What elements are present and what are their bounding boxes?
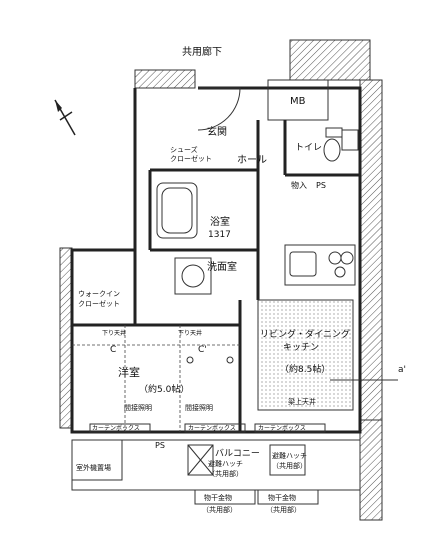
kitchen-burner-3 — [334, 266, 346, 278]
label-washroom: 洗面室 — [207, 260, 237, 273]
outdoor-unit-box — [71, 439, 123, 481]
label-down-beam-1: 下り天井 — [102, 329, 126, 337]
floor-heating-area — [257, 299, 354, 411]
column-right — [359, 79, 383, 421]
label-shoe-closet-line1: シューズ — [170, 145, 198, 154]
label-outdoor-unit: 室外機置場 — [76, 463, 111, 472]
label-mark-a2: a' — [398, 365, 406, 375]
label-drying-1: 物干金物 （共用部） — [202, 493, 237, 514]
toilet-sink — [341, 129, 359, 151]
label-ceiling-light-2: 間接照明 — [185, 403, 213, 412]
label-walkin: ウォークイン クローゼット — [78, 290, 122, 308]
label-beam-ceiling: 梁上天井 — [288, 397, 316, 406]
label-down-beam-2: 下り天井 — [178, 329, 202, 337]
bathtub-inner — [161, 187, 193, 234]
label-storage: 物入 — [291, 180, 307, 190]
label-corridor: 共用廊下 — [182, 45, 222, 58]
washer-drum — [181, 264, 205, 288]
evac-hatch-box — [269, 444, 306, 476]
label-curtain-2: カーテンボックス — [188, 424, 236, 432]
balcony-hatch-box — [187, 444, 214, 476]
kitchen-burner-1 — [328, 251, 342, 265]
label-ps-top: PS — [316, 181, 326, 190]
label-shoe-closet: シューズ クローゼット — [170, 145, 212, 163]
label-ceiling-light-1: 間接照明 — [124, 403, 152, 412]
curtain-box-1 — [89, 423, 151, 433]
label-ps-bottom: PS — [155, 441, 165, 450]
label-mb: MB — [290, 96, 306, 107]
label-curtain-3: カーテンボックス — [258, 424, 306, 432]
toilet-bowl — [323, 138, 341, 162]
column-bottom-right — [359, 419, 383, 521]
curtain-box-2 — [184, 423, 246, 433]
column-top-right — [289, 39, 371, 81]
label-living-size: （約8.5帖） — [280, 363, 330, 375]
kitchen-sink — [289, 251, 317, 277]
label-hall: ホール — [237, 154, 267, 166]
label-mark-c: C — [110, 345, 116, 355]
label-shoe-closet-line2: クローゼット — [170, 154, 212, 163]
column-top-left — [134, 69, 196, 89]
label-mark-c2: C' — [198, 345, 207, 355]
drying-rack-1 — [194, 489, 256, 505]
label-drying-2: 物干金物 （共用部） — [266, 493, 301, 514]
label-western: 洋室 — [118, 365, 140, 379]
label-balcony: バルコニー — [215, 448, 260, 459]
curtain-box-3 — [254, 423, 326, 433]
label-curtain-1: カーテンボックス — [92, 424, 140, 432]
toilet-tank — [325, 127, 343, 138]
mb-box — [267, 79, 329, 121]
label-entrance: 玄関 — [207, 125, 227, 138]
label-evac-hatch: 避難ハッチ （共用部） — [272, 451, 309, 470]
entrance-door-swing — [197, 87, 241, 131]
label-living: リビング・ダイニング — [260, 328, 350, 340]
label-bath: 浴室 — [210, 215, 230, 228]
compass-icon — [54, 99, 76, 136]
drying-rack-2 — [257, 489, 319, 505]
label-kitchen: キッチン — [283, 342, 319, 353]
column-left — [59, 247, 73, 429]
kitchen-burner-2 — [340, 251, 354, 265]
label-bath-size: 1317 — [208, 230, 231, 240]
label-western-size: （約5.0帖） — [139, 383, 189, 395]
label-balcony-hatch: 避難ハッチ （共用部） — [208, 459, 245, 478]
label-toilet: トイレ — [295, 143, 322, 153]
